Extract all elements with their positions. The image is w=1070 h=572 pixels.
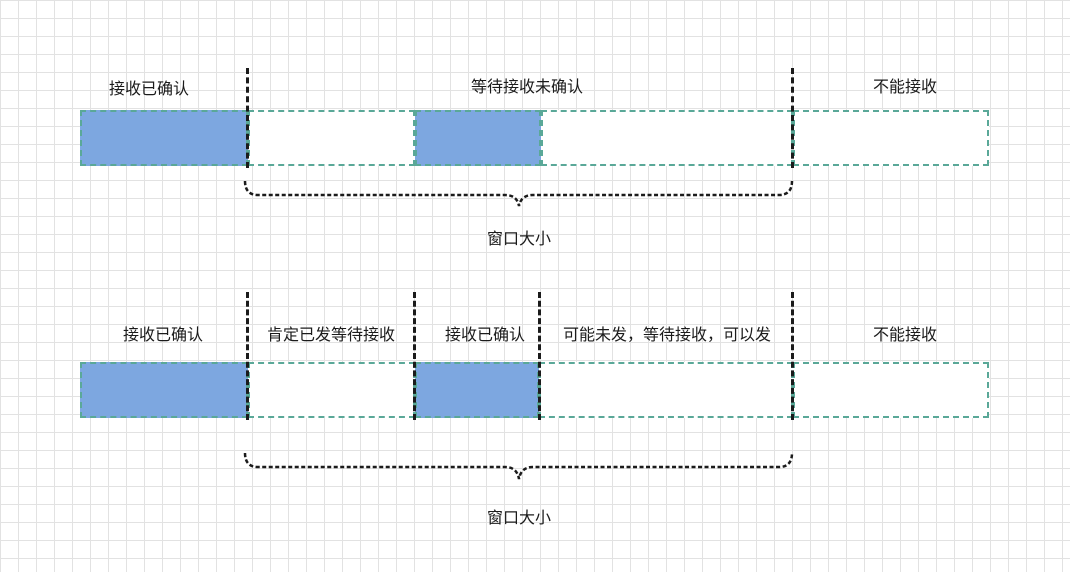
row-1-cell-received: [80, 110, 248, 166]
row-1-cell-waiting-empty-2: [541, 110, 793, 166]
row-2-window-right-divider: [791, 292, 794, 420]
row-2-label-may-send: 可能未发，等待接收，可以发: [562, 325, 772, 344]
row-2-label-received-2: 接收已确认: [444, 325, 526, 344]
row-2-cell-cannot-receive: [793, 362, 989, 418]
row-1-cell-cannot-receive: [793, 110, 989, 166]
row-2-label-sent-waiting: 肯定已发等待接收: [266, 325, 396, 344]
row-1-window-left-divider: [246, 68, 249, 168]
row-2-label-cannot-receive: 不能接收: [872, 325, 938, 344]
row-1-cell-waiting-received: [415, 110, 541, 166]
row-2-window-size-label: 窗口大小: [486, 508, 552, 527]
row-1-window-right-divider: [791, 68, 794, 168]
row-1-label-waiting: 等待接收未确认: [470, 77, 584, 96]
row-2-divider-3: [538, 292, 541, 420]
row-2-cell-may-send: [539, 362, 793, 418]
row-2-cell-sent-waiting: [248, 362, 415, 418]
row-2-divider-2: [413, 292, 416, 420]
row-2-cell-received: [80, 362, 248, 418]
row-1-label-cannot-receive: 不能接收: [872, 77, 938, 96]
row-2-window-left-divider: [246, 292, 249, 420]
row-2-label-received: 接收已确认: [122, 325, 204, 344]
row-1-window-size-label: 窗口大小: [486, 229, 552, 248]
row-1-cell-waiting-empty: [248, 110, 415, 166]
row-1-label-received: 接收已确认: [108, 79, 190, 98]
